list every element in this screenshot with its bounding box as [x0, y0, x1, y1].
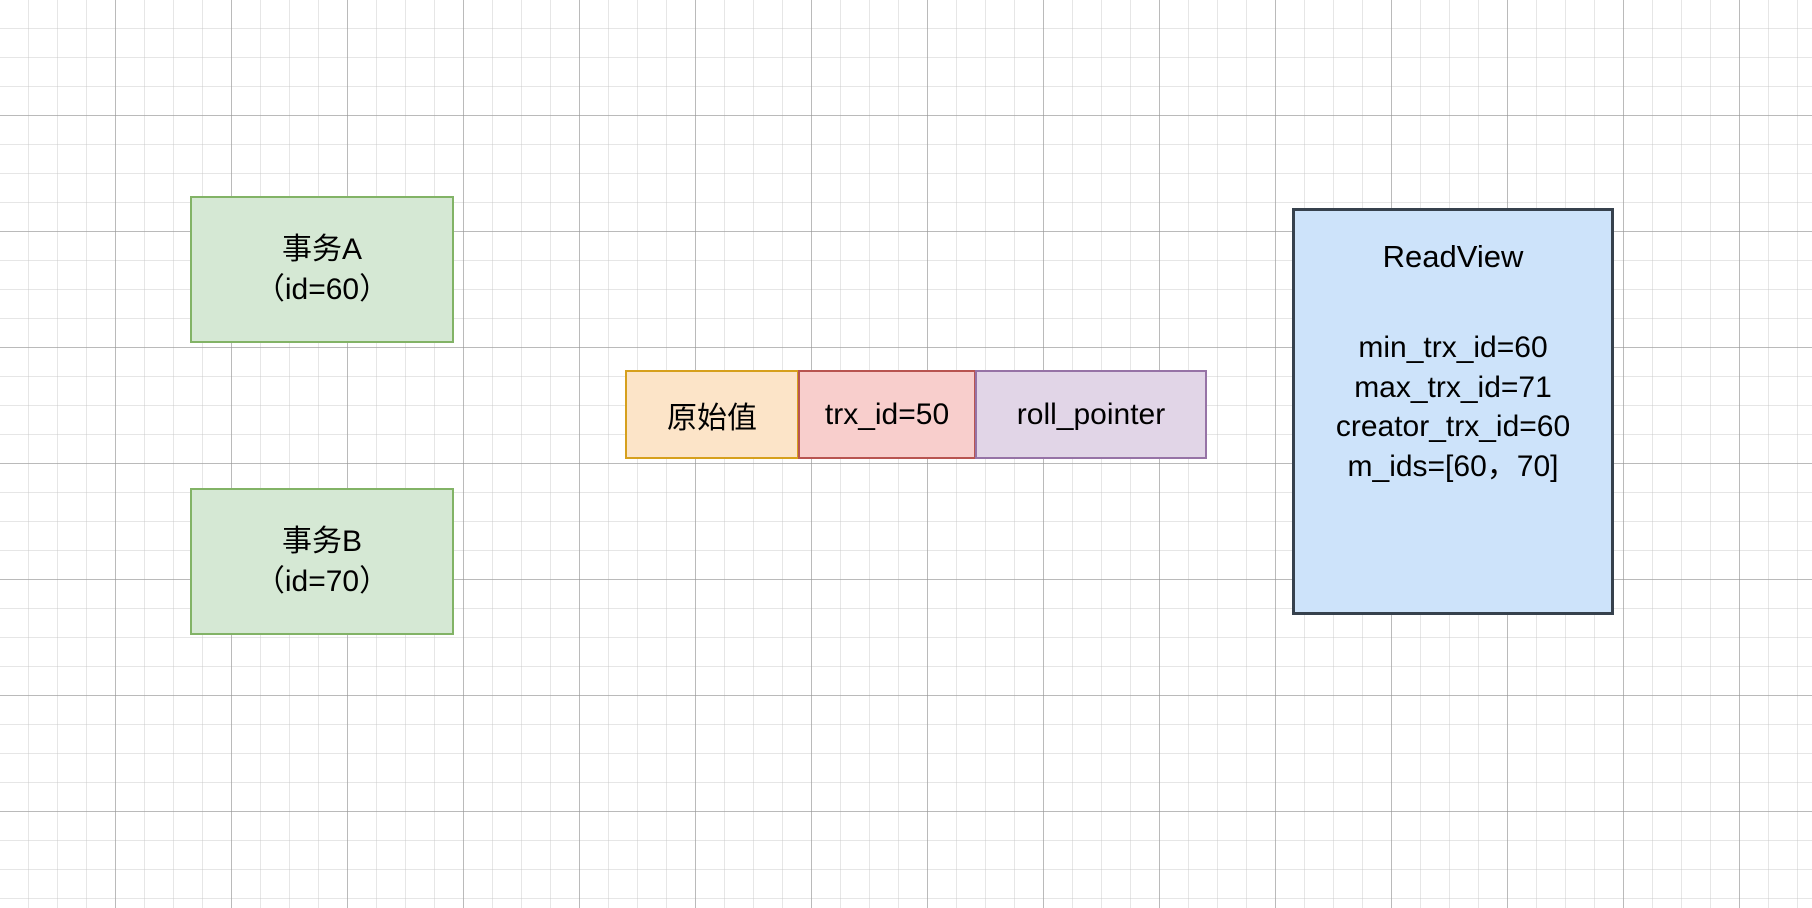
- transaction-b-box[interactable]: 事务B （id=70）: [190, 488, 454, 635]
- transaction-a-id: （id=60）: [254, 272, 390, 306]
- readview-box[interactable]: ReadView min_trx_id=60 max_trx_id=71 cre…: [1292, 208, 1614, 615]
- readview-max-trx-id: max_trx_id=71: [1354, 370, 1552, 404]
- transaction-b-name: 事务B: [281, 524, 362, 558]
- record-cell-value[interactable]: 原始值: [625, 370, 799, 459]
- transaction-a-name: 事务A: [281, 232, 362, 266]
- readview-title: ReadView: [1382, 239, 1524, 274]
- readview-m-ids: m_ids=[60，70]: [1347, 449, 1559, 483]
- transaction-a-box[interactable]: 事务A （id=60）: [190, 196, 454, 343]
- readview-min-trx-id: min_trx_id=60: [1358, 330, 1548, 364]
- readview-creator-trx-id: creator_trx_id=60: [1335, 410, 1571, 444]
- record-row: 原始值 trx_id=50 roll_pointer: [625, 370, 1207, 459]
- record-cell-trx-id[interactable]: trx_id=50: [798, 370, 976, 459]
- record-cell-roll-pointer[interactable]: roll_pointer: [975, 370, 1207, 459]
- transaction-b-id: （id=70）: [254, 564, 390, 598]
